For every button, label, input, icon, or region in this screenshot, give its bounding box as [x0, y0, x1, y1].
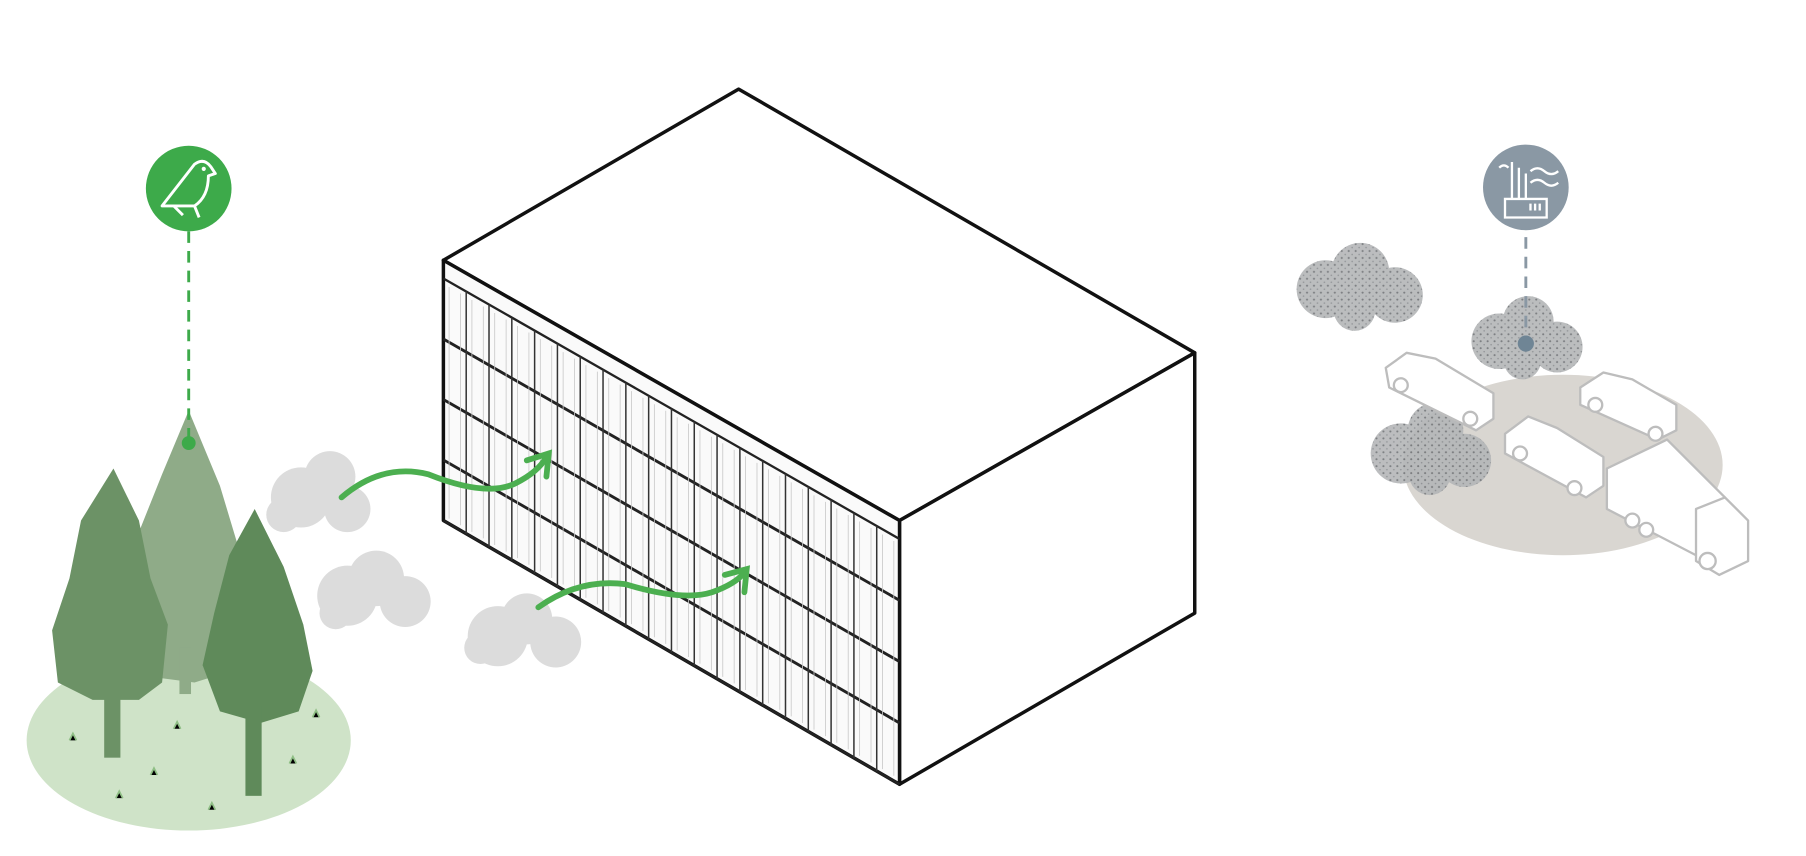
arrow-icon [535, 569, 748, 611]
pollution-connector-dot [1517, 335, 1534, 352]
airflow-arrows [338, 449, 751, 611]
factory-smoke-icon [1483, 144, 1569, 231]
arrow-icon [338, 454, 550, 501]
polluted-cloud [1296, 242, 1423, 331]
bird-icon [145, 145, 232, 232]
grass-tufts [68, 708, 321, 811]
building [441, 87, 1197, 787]
car [1579, 371, 1678, 442]
vehicles [1384, 351, 1750, 577]
pollution-area [1296, 144, 1750, 577]
clean-cloud [266, 451, 371, 533]
tree-right [202, 508, 313, 796]
clean-cloud [464, 593, 582, 668]
nature-connector-dot [181, 436, 196, 450]
clean-cloud [317, 550, 431, 630]
suv [1503, 415, 1605, 499]
polluted-clouds [1296, 242, 1583, 496]
car [1384, 351, 1495, 432]
facade-grid [442, 277, 901, 786]
nature-area [26, 145, 351, 831]
arrow-icon [721, 565, 751, 596]
polluted-cloud [1471, 296, 1583, 380]
tree-left [52, 468, 168, 758]
arrow-icon [523, 449, 553, 480]
clean-clouds [266, 451, 582, 668]
truck [1605, 438, 1750, 577]
